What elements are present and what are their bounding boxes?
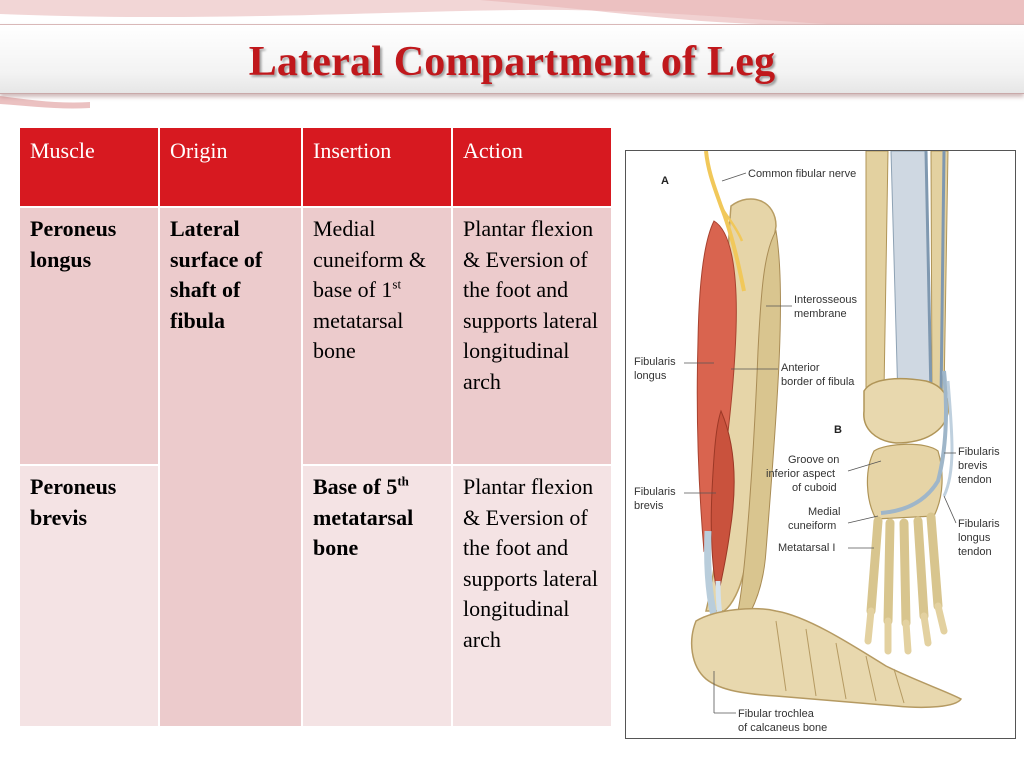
action-peroneus-brevis: Plantar flexion & Eversion of the foot a… — [453, 466, 613, 728]
title-bar — [0, 24, 1024, 94]
label-fibularis-brevis-1: Fibularis — [634, 486, 676, 498]
header-action: Action — [453, 128, 613, 208]
label-fibularis-longus-2: longus — [634, 370, 667, 382]
muscle-table: Muscle Origin Insertion Action Peroneus … — [20, 128, 613, 728]
label-longus-tendon-2: longus — [958, 532, 991, 544]
label-groove-2: inferior aspect — [766, 468, 835, 480]
table-header-row: Muscle Origin Insertion Action — [20, 128, 613, 208]
label-metatarsal-1: Metatarsal I — [778, 542, 835, 554]
label-longus-tendon-1: Fibularis — [958, 518, 1000, 530]
muscle-peroneus-brevis: Peroneus brevis — [20, 466, 160, 728]
muscle-peroneus-longus: Peroneus longus — [20, 208, 160, 466]
panel-a-label: A — [661, 175, 669, 187]
label-medial-cuneiform-1: Medial — [808, 506, 840, 518]
insertion-peroneus-brevis: Base of 5th metatarsal bone — [303, 466, 453, 728]
label-fibularis-brevis-2: brevis — [634, 500, 664, 512]
label-groove-1: Groove on — [788, 454, 839, 466]
label-anterior-1: Anterior — [781, 362, 820, 374]
label-fibularis-longus-1: Fibularis — [634, 356, 676, 368]
header-origin: Origin — [160, 128, 303, 208]
label-fibular-trochlea-2: of calcaneus bone — [738, 722, 827, 734]
header-swoosh-decoration — [0, 0, 1024, 109]
anatomy-figure: A Common fibular nerve Interosseous memb… — [625, 150, 1016, 739]
label-common-fibular-nerve: Common fibular nerve — [748, 168, 856, 180]
header-muscle: Muscle — [20, 128, 160, 208]
table-row: Peroneus longus Lateral surface of shaft… — [20, 208, 613, 728]
label-brevis-tendon-3: tendon — [958, 474, 992, 486]
header-insertion: Insertion — [303, 128, 453, 208]
label-longus-tendon-3: tendon — [958, 546, 992, 558]
leg-illustration: A Common fibular nerve Interosseous memb… — [634, 151, 1000, 734]
panel-b-label: B — [834, 424, 842, 436]
label-interosseous-2: membrane — [794, 308, 847, 320]
table-row: Peroneus brevis Base of 5th metatarsal b… — [20, 466, 613, 728]
insertion-peroneus-longus: Medial cuneiform & base of 1st metatarsa… — [303, 208, 453, 466]
label-interosseous-1: Interosseous — [794, 294, 857, 306]
label-brevis-tendon-2: brevis — [958, 460, 988, 472]
label-anterior-2: border of fibula — [781, 376, 855, 388]
origin-cell: Lateral surface of shaft of fibula — [160, 208, 303, 728]
action-peroneus-longus: Plantar flexion & Eversion of the foot a… — [453, 208, 613, 466]
label-medial-cuneiform-2: cuneiform — [788, 520, 836, 532]
label-brevis-tendon-1: Fibularis — [958, 446, 1000, 458]
slide-title: Lateral Compartment of Leg — [248, 39, 776, 85]
label-fibular-trochlea-1: Fibular trochlea — [738, 708, 815, 720]
label-groove-3: of cuboid — [792, 482, 837, 494]
